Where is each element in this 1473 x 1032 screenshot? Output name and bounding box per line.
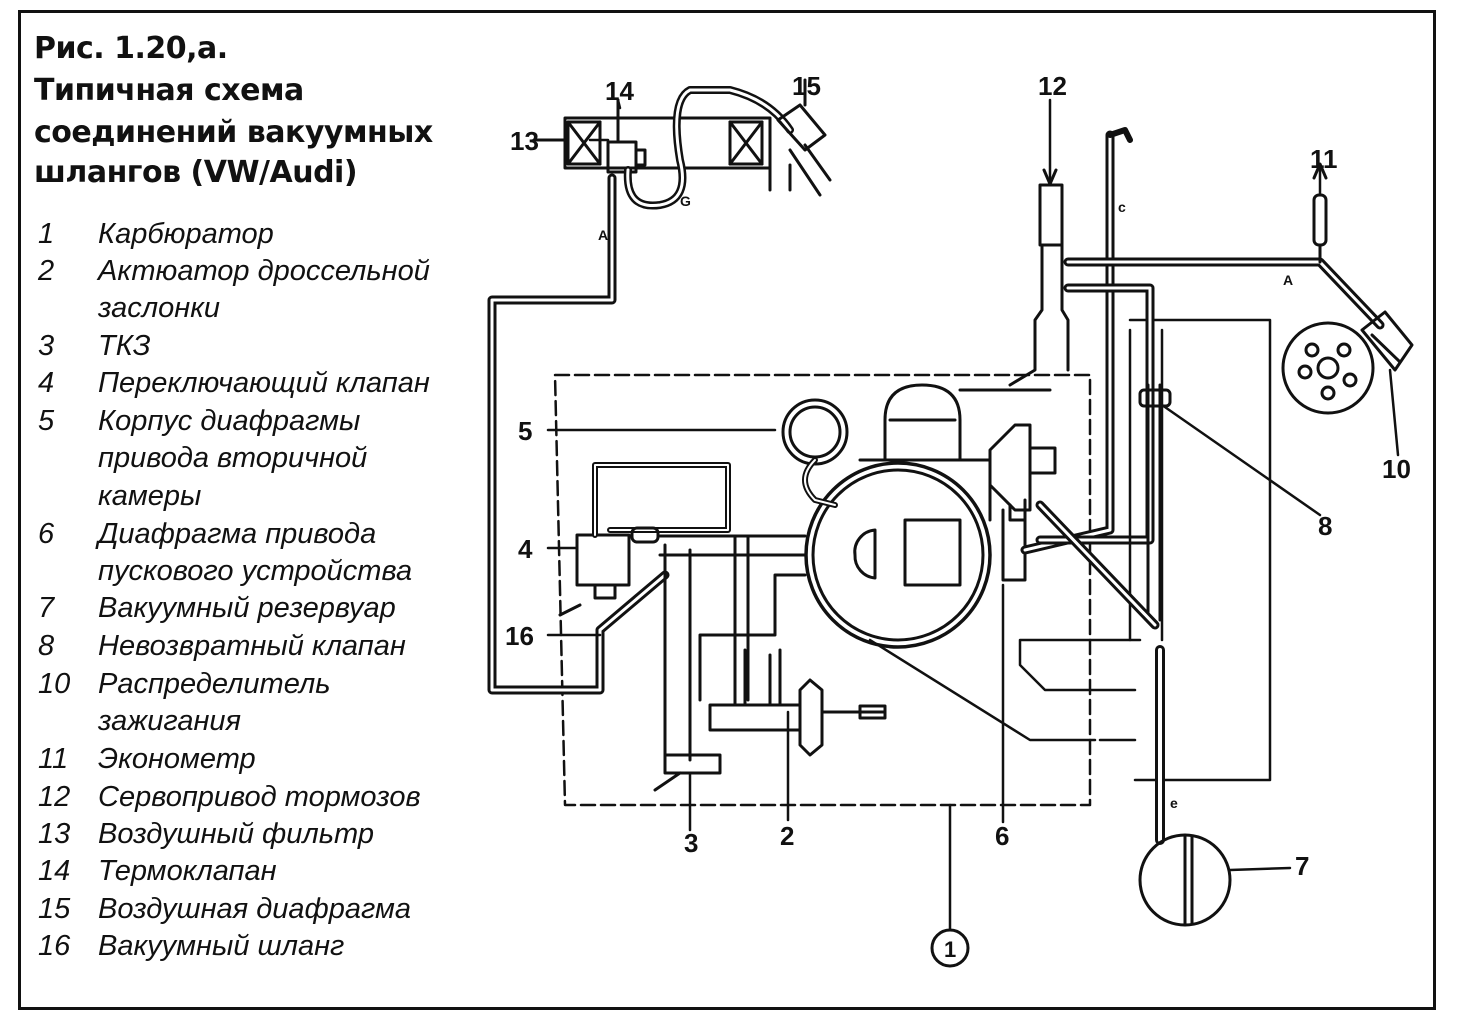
callout-8: 8 <box>1318 511 1332 541</box>
legend-text-cont: камеры <box>98 480 202 512</box>
legend-number: 4 <box>38 367 55 399</box>
hose-mark-a: A <box>598 227 608 243</box>
legend-text: Карбюратор <box>98 218 274 250</box>
brake-servo-pipe <box>1008 98 1070 387</box>
air-diaphragm <box>623 78 832 210</box>
switching-valve <box>558 462 731 617</box>
carburetor <box>804 383 1052 649</box>
thermo-valve <box>606 98 647 174</box>
legend-text-cont: привода вторичной <box>98 442 368 474</box>
ignition-distributor <box>1281 310 1414 457</box>
legend-number: 15 <box>38 893 71 925</box>
throttle-actuator <box>708 638 887 757</box>
legend-number: 10 <box>38 668 71 700</box>
figure-title-line1: Типичная схема <box>34 73 304 108</box>
legend-text: Корпус диафрагмы <box>98 405 361 437</box>
figure-number: Рис. 1.20,а. <box>34 31 228 66</box>
vacuum-hose-a <box>1063 257 1385 330</box>
figure-title-line2: соединений вакуумных <box>34 115 433 150</box>
legend-number: 14 <box>38 855 71 887</box>
legend-number: 13 <box>38 818 71 850</box>
legend-text: Термоклапан <box>98 855 277 887</box>
hose-mark-a2: A <box>1283 272 1293 288</box>
hose-mark-c: c <box>1118 199 1126 215</box>
legend-text: Эконометр <box>98 743 256 775</box>
legend-number: 3 <box>38 330 55 362</box>
legend-text: Актюатор дроссельной <box>98 255 430 287</box>
callout-3: 3 <box>684 828 698 858</box>
figure-frame <box>18 10 1436 1010</box>
legend-text: Переключающий клапан <box>98 367 430 399</box>
callout-2: 2 <box>780 821 794 851</box>
legend-number: 16 <box>38 930 71 962</box>
starter-diaphragm <box>988 423 1057 582</box>
legend-text: Вакуумный резервуар <box>98 592 396 624</box>
legend-text-cont: пускового устройства <box>98 555 413 587</box>
callout-12: 12 <box>1038 71 1067 101</box>
callout-7: 7 <box>1295 851 1309 881</box>
econometer <box>1312 162 1328 264</box>
legend-number: 1 <box>38 218 55 250</box>
callout-6: 6 <box>995 821 1009 851</box>
engine-block-right <box>1128 318 1272 782</box>
legend-number: 2 <box>38 255 55 287</box>
legend-text: Вакуумный шланг <box>98 930 345 962</box>
secondary-diaphragm <box>781 398 849 508</box>
legend-text: ТКЗ <box>98 330 151 362</box>
hose-mark-g: G <box>680 193 691 209</box>
hose-mark-e: e <box>1170 795 1178 811</box>
callout-13: 13 <box>510 126 539 156</box>
legend-number: 12 <box>38 781 71 813</box>
callout-5: 5 <box>518 416 532 446</box>
callout-1: 1 <box>944 937 956 962</box>
legend-text: Диафрагма привода <box>98 518 377 550</box>
air-filter <box>533 116 792 192</box>
legend-text: Сервопривод тормозов <box>98 781 421 813</box>
legend-number: 5 <box>38 405 55 437</box>
legend-text: Распределитель <box>98 668 331 700</box>
check-valve <box>1035 328 1322 642</box>
legend-text: Воздушная диафрагма <box>98 893 411 925</box>
tkz-valve <box>653 753 722 792</box>
callout-11: 11 <box>1310 144 1338 174</box>
legend-number: 6 <box>38 518 55 550</box>
legend-text-cont: зажигания <box>98 705 242 737</box>
legend-text-cont: заслонки <box>98 292 221 324</box>
engine-block-lower <box>1018 638 1142 742</box>
legend-number: 7 <box>38 592 55 624</box>
leader-lines <box>546 98 1097 932</box>
vacuum-reservoir <box>1138 833 1292 927</box>
legend-text: Воздушный фильтр <box>98 818 374 850</box>
legend-number: 8 <box>38 630 55 662</box>
callout-16: 16 <box>505 621 534 651</box>
legend-text: Невозвратный клапан <box>98 630 406 662</box>
callout-14: 14 <box>605 76 634 106</box>
engine-outline <box>553 373 1092 807</box>
carburetor-callout-circle <box>930 928 970 968</box>
callout-15: 15 <box>792 71 821 101</box>
figure-title-line3: шлангов (VW/Audi) <box>34 155 358 190</box>
callout-10: 10 <box>1382 454 1411 484</box>
callout-4: 4 <box>518 534 533 564</box>
vacuum-hose-valve-carb <box>658 534 807 762</box>
legend-number: 11 <box>38 743 69 775</box>
